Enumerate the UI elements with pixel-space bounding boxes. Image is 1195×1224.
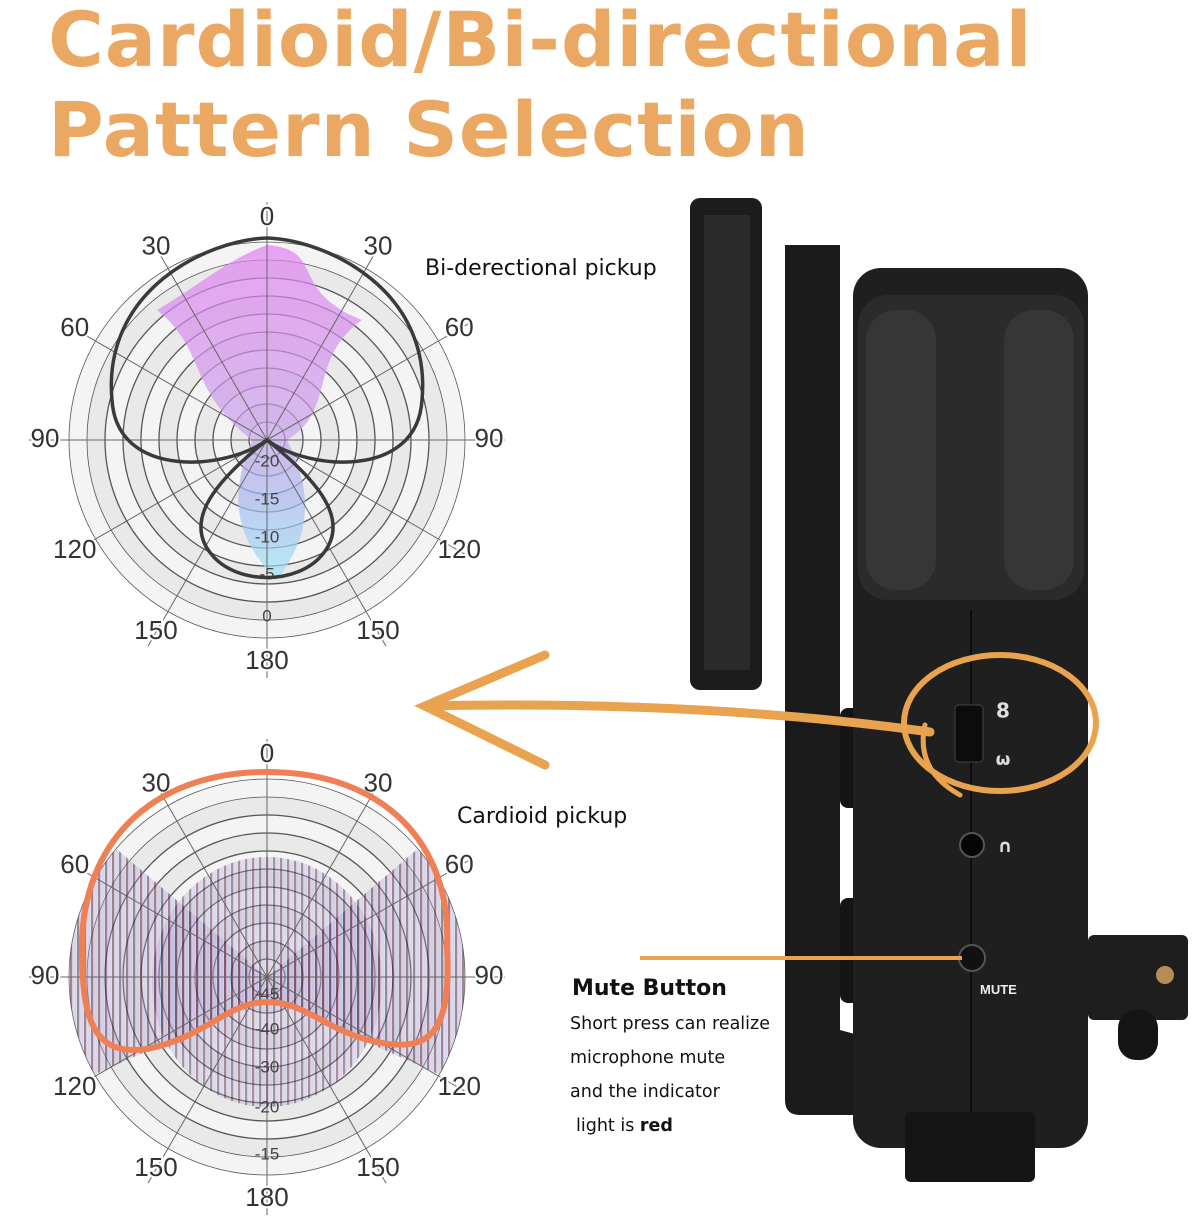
figure-eight-icon: 8 — [996, 699, 1010, 723]
title-line-1: Cardioid/Bi-directional — [48, 0, 1033, 84]
angle-label-left-90: 90 — [31, 960, 60, 990]
angle-label-180: 180 — [245, 1182, 288, 1212]
mute-desc-text: light is — [576, 1116, 640, 1136]
pickup-heatmap — [157, 245, 362, 580]
mute-desc-emphasis: red — [639, 1116, 673, 1136]
annotation-overlays — [414, 650, 1099, 960]
ring-label: -5 — [259, 564, 274, 583]
cardioid-icon: ω — [996, 750, 1011, 770]
ring-label: -30 — [255, 1057, 280, 1076]
pattern-switch — [954, 704, 984, 763]
ring-label: -45 — [255, 984, 280, 1003]
mute-desc-line-2: microphone mute — [570, 1048, 726, 1068]
ring-label: -10 — [255, 527, 280, 546]
angle-label-0: 0 — [260, 738, 274, 768]
angle-label-right-150: 150 — [356, 615, 399, 645]
ring-label: -20 — [255, 1097, 280, 1116]
angle-label-left-150: 150 — [134, 1152, 177, 1182]
angle-label-right-60: 60 — [445, 849, 474, 879]
mute-button — [958, 944, 986, 972]
angle-label-180: 180 — [245, 645, 288, 675]
mute-device-label: MUTE — [980, 982, 1017, 997]
mount-bracket — [785, 245, 1060, 1115]
angle-label-left-60: 60 — [60, 312, 89, 342]
mute-heading: Mute Button — [572, 976, 727, 1001]
arrow-head — [414, 650, 550, 770]
mute-desc-line-4: light is red — [576, 1116, 673, 1136]
cardioid-caption: Cardioid pickup — [457, 804, 628, 829]
headphone-jack — [959, 832, 985, 858]
angle-label-left-60: 60 — [60, 849, 89, 879]
angle-label-right-30: 30 — [364, 231, 393, 261]
switch-highlight-circle — [901, 652, 1099, 794]
angle-label-right-120: 120 — [438, 1071, 481, 1101]
ring-label: -20 — [255, 451, 280, 470]
usb-connector — [905, 1112, 1035, 1182]
angle-label-right-60: 60 — [445, 312, 474, 342]
mute-desc-line-1: Short press can realize — [570, 1014, 770, 1034]
bidirectional-polar-chart: 0 180 30 30 60 60 90 90 120 120 150 150 -20 -15 -10 -5 0 — [29, 199, 505, 678]
angle-label-left-90: 90 — [31, 423, 60, 453]
angle-label-right-150: 150 — [356, 1152, 399, 1182]
arrow-shaft — [420, 700, 935, 737]
microphone-illustration: 8 ω ∩ — [690, 198, 1188, 1182]
bidirectional-front-lobe — [109, 236, 425, 464]
cardioid-polar-chart: 0180303060609090120120150150-45-40-30-20… — [29, 736, 505, 1215]
angle-label-left-120: 120 — [53, 1071, 96, 1101]
ring-label: -15 — [255, 1144, 280, 1163]
angle-label-0: 0 — [260, 201, 274, 231]
ring-label: -15 — [255, 489, 280, 508]
angle-label-right-90: 90 — [475, 423, 504, 453]
angle-label-left-30: 30 — [142, 231, 171, 261]
ring-label: -40 — [255, 1019, 280, 1038]
angle-label-left-120: 120 — [53, 534, 96, 564]
angle-label-right-120: 120 — [438, 534, 481, 564]
bidirectional-caption: Bi-derectional pickup — [425, 256, 657, 281]
angle-label-right-90: 90 — [475, 960, 504, 990]
mute-desc-line-3: and the indicator — [570, 1082, 720, 1102]
side-clamp — [1088, 935, 1188, 1020]
angle-label-left-150: 150 — [134, 615, 177, 645]
title-line-2: Pattern Selection — [48, 85, 810, 174]
polar-spoke — [147, 770, 387, 1184]
headphone-icon: ∩ — [998, 836, 1013, 857]
bidirectional-rear-lobe — [199, 437, 335, 580]
ring-label: 0 — [262, 606, 271, 625]
cardioid-curve — [78, 768, 451, 1053]
